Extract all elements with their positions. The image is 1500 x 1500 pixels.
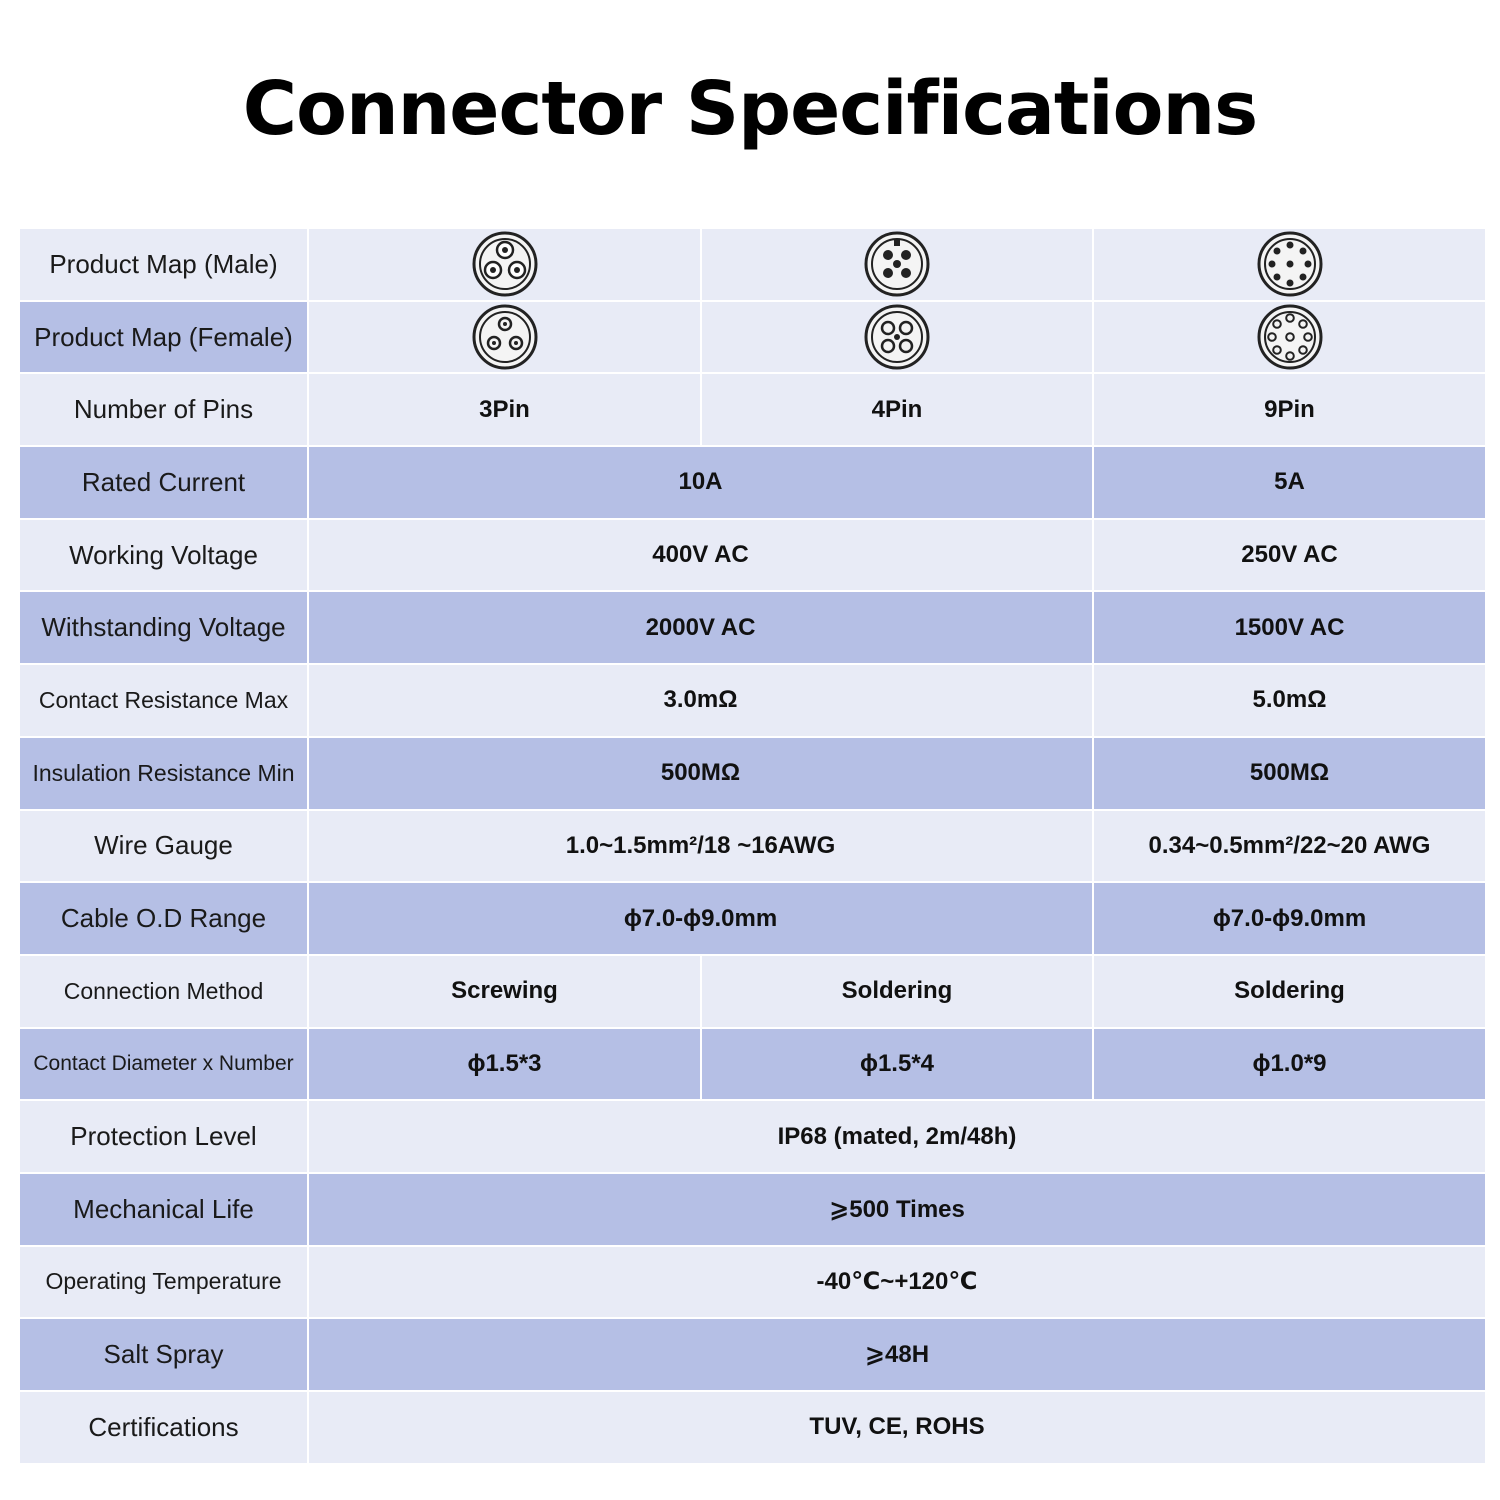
row-label: Wire Gauge [18,808,309,884]
table-row: Connection Method Screwing Soldering Sol… [18,953,1487,1029]
table-row: Certifications TUV, CE, ROHS [18,1390,1487,1465]
spec-table: Product Map (Male) [18,227,1487,1465]
page-title: Connector Specifications [242,66,1258,152]
cell-value: ϕ1.5*3 [307,1026,702,1102]
cell-value: 2000V AC [307,590,1094,666]
connector-3pin-male-icon [472,231,537,297]
cell-value: ⩾500 Times [307,1171,1487,1247]
cell-value: 500MΩ [1092,735,1487,811]
table-row: Salt Spray ⩾48H [18,1317,1487,1392]
row-label: Rated Current [18,445,309,520]
table-row: Number of Pins 3Pin 4Pin 9Pin [18,372,1487,448]
table-row: Contact Diameter x Number ϕ1.5*3 ϕ1.5*4 … [18,1026,1487,1102]
table-row: Mechanical Life ⩾500 Times [18,1171,1487,1247]
table-row: Rated Current 10A 5A [18,445,1487,520]
cell-value: 400V AC [307,517,1094,593]
row-label: Insulation Resistance Min [18,735,309,811]
cell-value: 1500V AC [1092,590,1487,666]
cell-value: 3Pin [307,372,702,448]
row-label: Contact Diameter x Number [18,1026,309,1102]
cell-value: Soldering [1092,953,1487,1029]
table-row: Insulation Resistance Min 500MΩ 500MΩ [18,735,1487,811]
row-label: Working Voltage [18,517,309,593]
connector-4pin-male-icon [864,231,930,297]
row-label: Certifications [18,1390,309,1465]
cell-value: ϕ7.0-ϕ9.0mm [1092,881,1487,956]
table-row: Operating Temperature -40℃~+120℃ [18,1244,1487,1320]
cell-value: ϕ7.0-ϕ9.0mm [307,881,1094,956]
row-label: Protection Level [18,1099,309,1174]
table-row: Working Voltage 400V AC 250V AC [18,517,1487,593]
connector-4pin-female-icon [864,304,930,370]
cell-value: ϕ1.5*4 [700,1026,1094,1102]
table-row: Product Map (Male) [18,227,1487,302]
table-row: Product Map (Female) [18,299,1487,375]
cell-value: 5.0mΩ [1092,663,1487,738]
row-label: Operating Temperature [18,1244,309,1320]
cell-value: TUV, CE, ROHS [307,1390,1487,1465]
row-label: Mechanical Life [18,1171,309,1247]
row-label: Product Map (Male) [18,227,309,302]
table-row: Cable O.D Range ϕ7.0-ϕ9.0mm ϕ7.0-ϕ9.0mm [18,881,1487,956]
row-label: Salt Spray [18,1317,309,1392]
cell-value: 1.0~1.5mm²/18 ~16AWG [307,808,1094,884]
cell-value: 500MΩ [307,735,1094,811]
table-row: Withstanding Voltage 2000V AC 1500V AC [18,590,1487,666]
row-label: Withstanding Voltage [18,590,309,666]
cell-value: 3.0mΩ [307,663,1094,738]
cell-value: 250V AC [1092,517,1487,593]
table-row: Wire Gauge 1.0~1.5mm²/18 ~16AWG 0.34~0.5… [18,808,1487,884]
cell-value: 9Pin [1092,372,1487,448]
cell-value: ϕ1.0*9 [1092,1026,1487,1102]
row-label: Connection Method [18,953,309,1029]
cell-value: IP68 (mated, 2m/48h) [307,1099,1487,1174]
table-row: Protection Level IP68 (mated, 2m/48h) [18,1099,1487,1174]
row-label: Cable O.D Range [18,881,309,956]
cell-value: Screwing [307,953,702,1029]
connector-3pin-female-icon [472,304,537,370]
connector-9pin-female-icon [1257,304,1322,370]
connector-9pin-male-icon [1257,231,1322,297]
cell-value: 0.34~0.5mm²/22~20 AWG [1092,808,1487,884]
cell-value: 4Pin [700,372,1094,448]
cell-value: Soldering [700,953,1094,1029]
cell-value: ⩾48H [307,1317,1487,1392]
row-label: Contact Resistance Max [18,663,309,738]
table-row: Contact Resistance Max 3.0mΩ 5.0mΩ [18,663,1487,738]
row-label: Product Map (Female) [18,299,309,375]
cell-value: 5A [1092,445,1487,520]
cell-value: -40℃~+120℃ [307,1244,1487,1320]
cell-value: 10A [307,445,1094,520]
row-label: Number of Pins [18,372,309,448]
